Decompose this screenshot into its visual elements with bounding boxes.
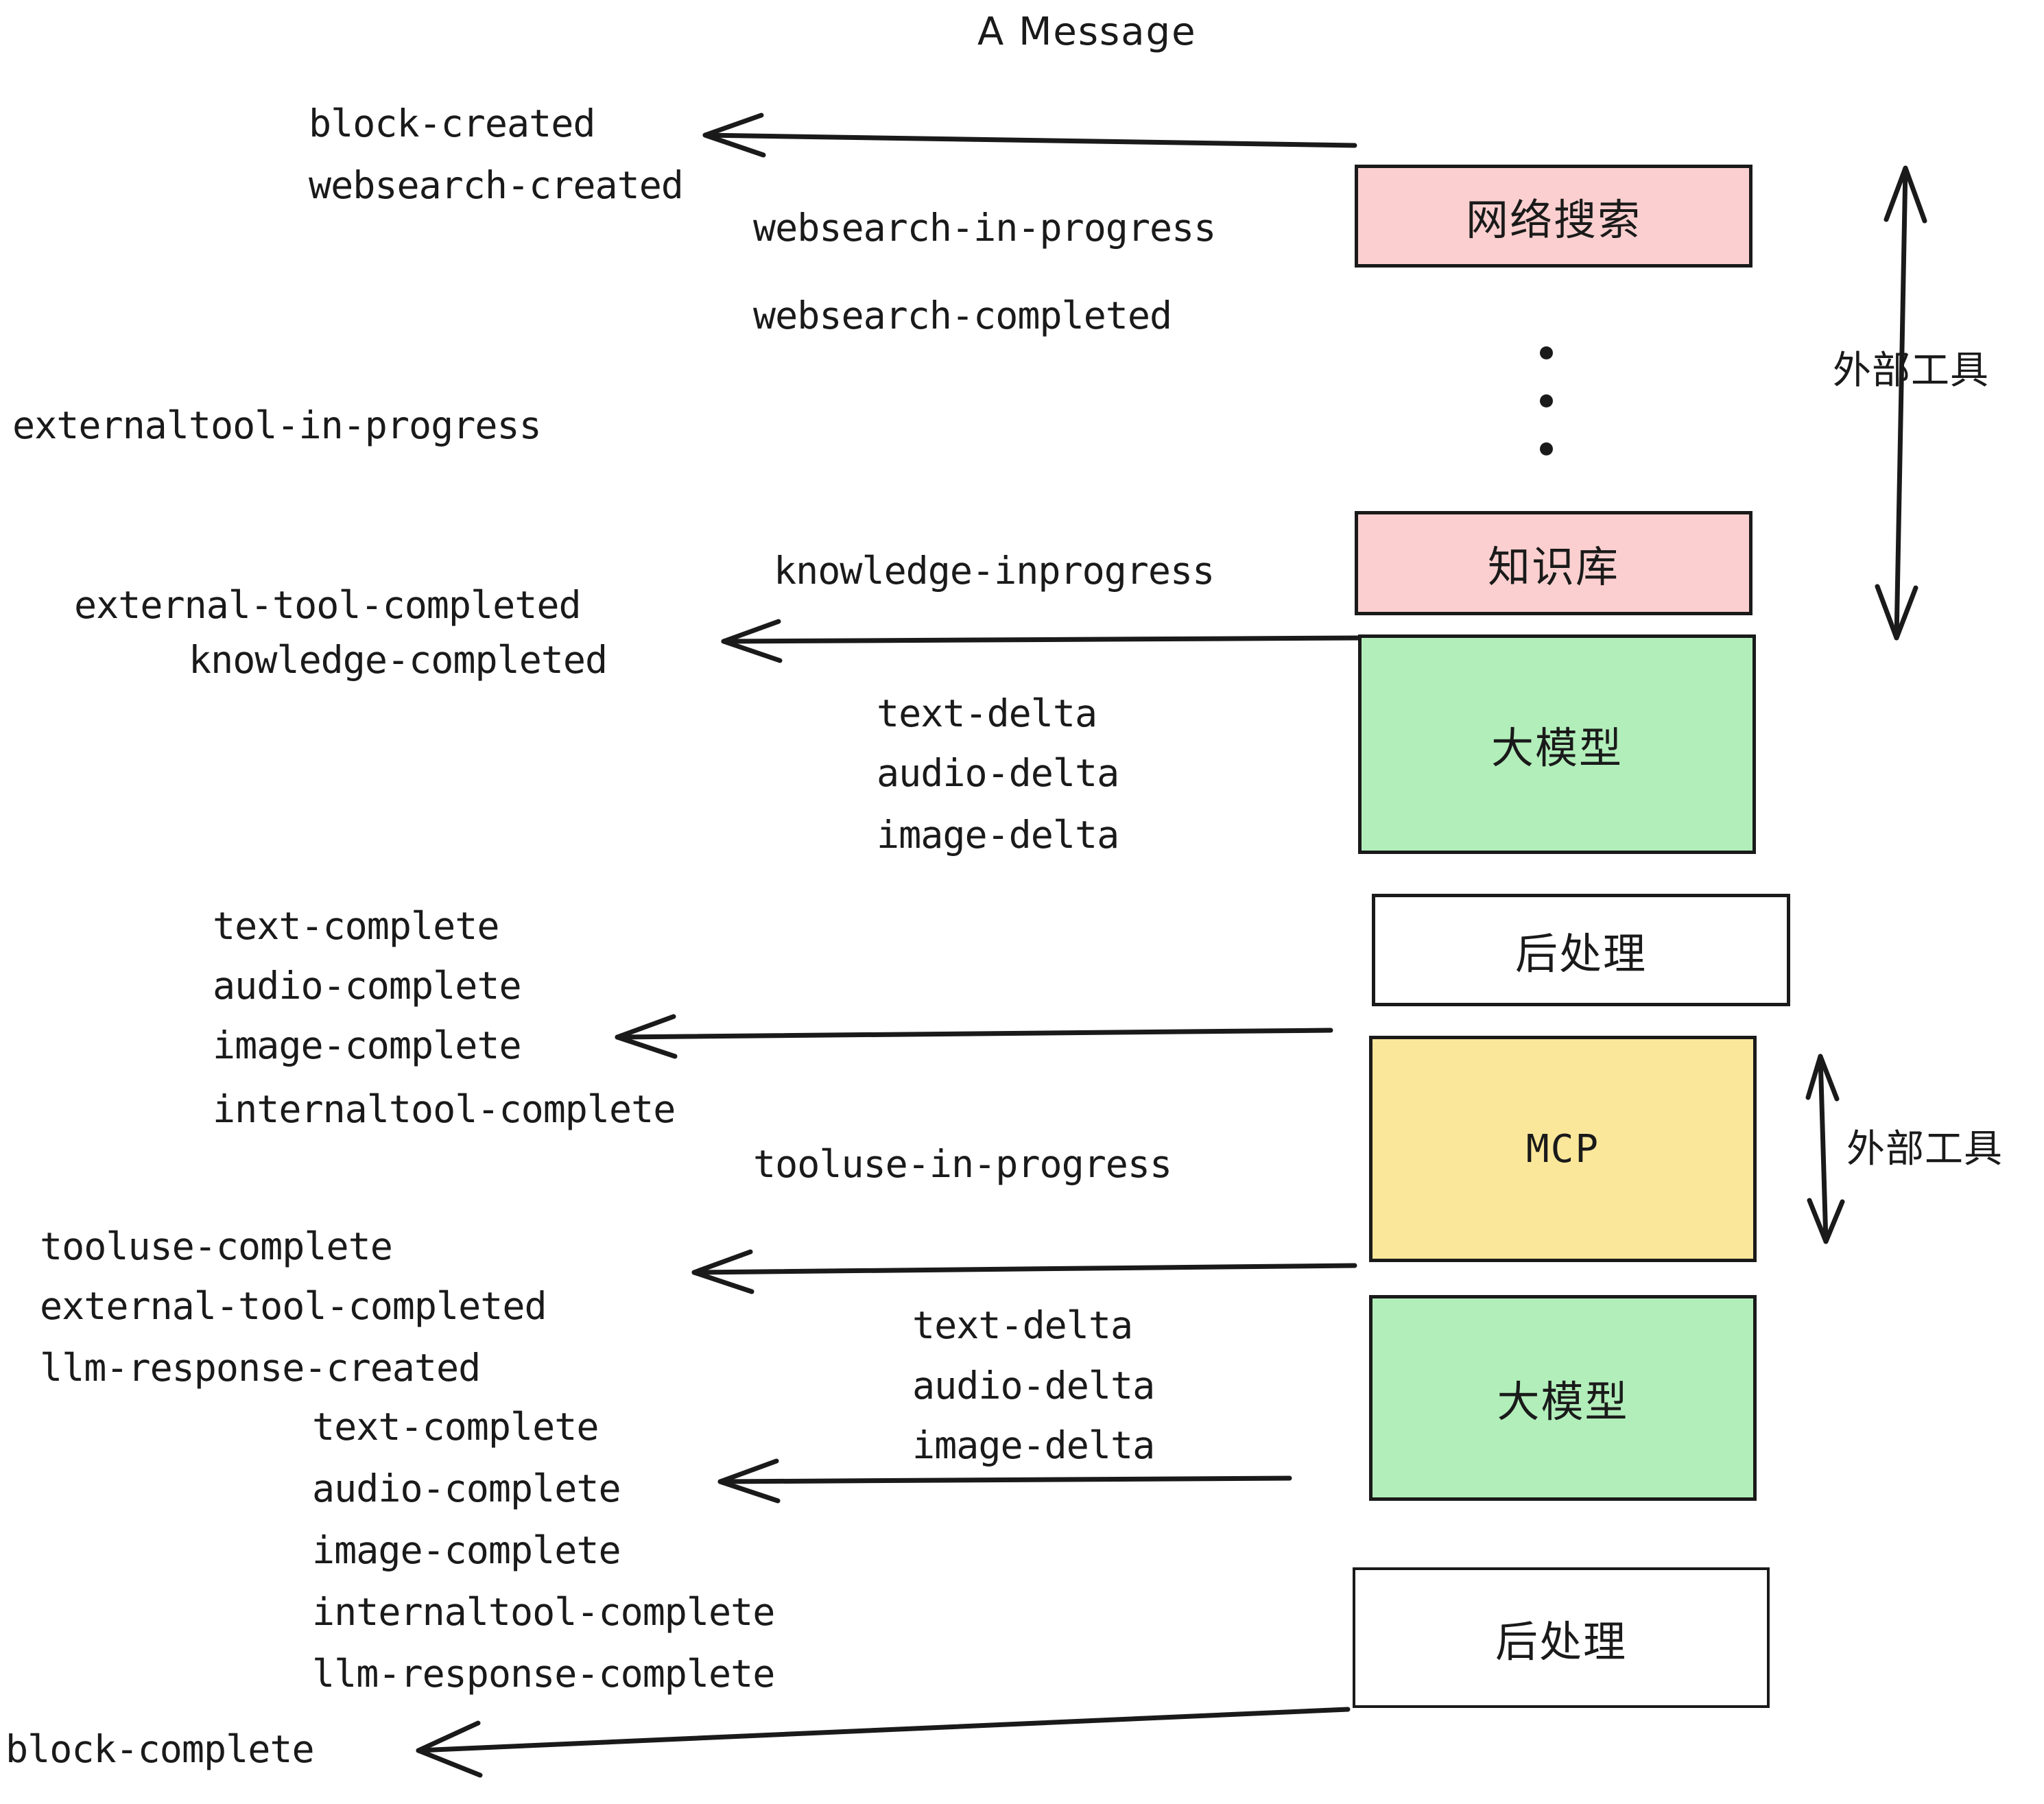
event-block-complete: block-complete [5,1727,315,1771]
box-postprocess-top-label: 后处理 [1514,929,1647,979]
event-external-tool-completed-1: external-tool-completed [74,583,582,627]
event-text-delta-2: text-delta [912,1303,1133,1347]
event-audio-delta-1: audio-delta [877,751,1119,795]
box-websearch-label: 网络搜索 [1465,195,1641,245]
event-image-delta-1: image-delta [877,813,1119,857]
side-label-external-tool-bottom: 外部工具 [1846,1127,2003,1172]
event-audio-delta-2: audio-delta [912,1364,1155,1408]
ellipsis-dot-1 [1540,346,1553,359]
box-llm-bottom[interactable]: 大模型 [1369,1295,1757,1501]
event-block-created: block-created [309,102,595,145]
box-llm-top-label: 大模型 [1490,723,1623,773]
arrow-postprocess-top-to-image-complete [615,1014,1333,1059]
diagram-title: A Message [977,10,1197,54]
event-image-complete-1: image-complete [213,1023,522,1067]
box-postprocess-bottom-label: 后处理 [1495,1616,1627,1667]
box-llm-top[interactable]: 大模型 [1358,634,1756,854]
arrow-knowledge-to-knowledge-completed [721,619,1361,663]
event-internaltool-complete-2: internaltool-complete [312,1590,775,1634]
event-websearch-in-progress: websearch-in-progress [753,206,1216,250]
event-text-complete-1: text-complete [213,904,499,948]
event-external-tool-completed-2: external-tool-completed [40,1284,547,1328]
ellipsis-dot-3 [1540,442,1553,455]
arrow-mcp-to-tooluse-complete [691,1249,1357,1294]
event-externaltool-in-progress: externaltool-in-progress [12,403,542,447]
event-websearch-completed: websearch-completed [753,294,1172,337]
arrow-websearch-to-block-created [702,112,1357,158]
event-llm-response-created: llm-response-created [40,1346,481,1390]
external-tool-arrow-top [1875,165,1927,641]
box-knowledge-label: 知识库 [1487,542,1619,592]
external-tool-arrow-bottom [1805,1054,1845,1244]
ellipsis-dot-2 [1540,394,1553,407]
event-audio-complete-1: audio-complete [213,964,522,1008]
side-label-external-tool-top: 外部工具 [1833,348,1989,393]
arrow-postprocess-bottom-to-block-complete [416,1707,1351,1778]
box-mcp-label: MCP [1525,1126,1600,1172]
event-text-delta-1: text-delta [877,691,1097,735]
event-tooluse-in-progress: tooluse-in-progress [753,1142,1172,1186]
event-audio-complete-2: audio-complete [312,1467,621,1510]
event-websearch-created: websearch-created [309,163,684,207]
box-mcp[interactable]: MCP [1369,1036,1757,1262]
event-image-delta-2: image-delta [912,1423,1155,1467]
event-image-complete-2: image-complete [312,1528,621,1572]
box-postprocess-bottom[interactable]: 后处理 [1353,1567,1770,1708]
event-text-complete-2: text-complete [312,1405,599,1449]
event-tooluse-complete: tooluse-complete [40,1224,393,1268]
event-llm-response-complete: llm-response-complete [312,1652,775,1696]
box-websearch[interactable]: 网络搜索 [1355,165,1752,268]
event-internaltool-complete-1: internaltool-complete [213,1087,676,1131]
box-postprocess-top[interactable]: 后处理 [1372,894,1790,1006]
box-llm-bottom-label: 大模型 [1497,1377,1629,1427]
box-knowledge[interactable]: 知识库 [1355,511,1752,615]
event-knowledge-completed: knowledge-completed [189,638,608,682]
event-knowledge-inprogress: knowledge-inprogress [774,549,1215,593]
